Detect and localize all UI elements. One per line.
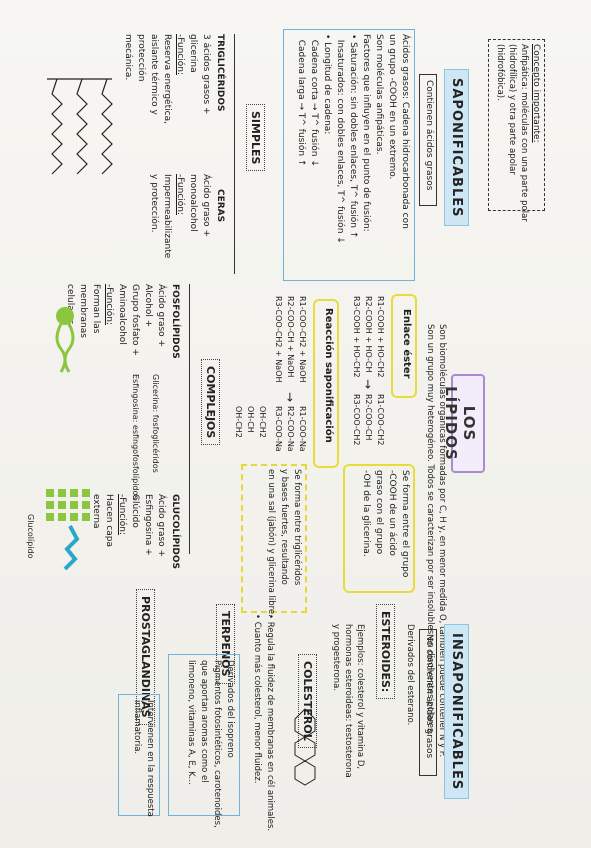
concept-line-2: (hidrofílica) y otra parte apolar xyxy=(507,44,517,175)
acidos-line-2: un grupo -COOH en un extremo. xyxy=(387,34,397,180)
sapon-left-1: R1-COO-CH2 + NaOH xyxy=(298,296,307,383)
acidos-line-8: Cadena corta → T^ fusión ↓ xyxy=(309,34,319,167)
gluco-name: GLUCOLÍPIDOS xyxy=(170,494,180,569)
colesterol-line-2: • Cuanto más colesterol, menor fluidez. xyxy=(252,614,262,784)
insaponificables-sub: No contienen ácidos grasos xyxy=(424,634,434,759)
sapon-right-1: R1-COO-Na xyxy=(298,406,307,452)
trig-line-4: Reserva energética, xyxy=(162,34,172,124)
ceras-line-1: Ácido graso + xyxy=(201,174,211,238)
terpenos-line-1: Derivados del isopreno xyxy=(225,660,235,758)
sapon-note-1: Se forma entre triglicéridos xyxy=(292,469,302,586)
ester-left-2: R2-COOH + HO-CH xyxy=(364,296,373,373)
sapon-left-2: R2-COO-CH + NaOH xyxy=(286,296,295,378)
concept-line-3: (hidrofóbica). xyxy=(495,44,505,101)
sapon-note-3: en una sal (jabón) y glicerina libre. xyxy=(266,469,276,617)
terpenos-line-4: limoneno, vitaminas A, E, K... xyxy=(186,660,196,785)
prostag-line-1: Intervienen en la respuesta xyxy=(145,700,155,817)
acidos-line-6: Insaturados: con dobles enlaces, T^ fusi… xyxy=(335,34,345,244)
esteroides-line-4: y progesterona. xyxy=(331,624,341,692)
gluco-line-4: -Función: xyxy=(117,494,127,536)
esteroides-line-3: hormonas esteroideas: testosterona xyxy=(343,624,353,778)
fosfo-line-4: Aminoalcohol xyxy=(117,284,127,345)
trig-line-3: -Función: xyxy=(175,34,185,76)
complejos-heading: COMPLEJOS xyxy=(201,359,220,446)
ester-note-3: graso con el grupo xyxy=(374,470,384,555)
acidos-line-5: • Saturación: sin dobles enlaces, T^ fus… xyxy=(348,34,358,239)
ester-note-2: -COOH de un ácido xyxy=(387,470,397,556)
fosfo-mid-2: Esfingosina: esfingofosfolípidos xyxy=(131,374,140,500)
ester-note-4: -OH de la glicerina. xyxy=(361,470,371,557)
sapon-heading: Reacción saponificación xyxy=(323,308,334,443)
fosfo-line-2: Alcohol + xyxy=(143,284,153,328)
ester-right-1: R1-COO-CH2 xyxy=(376,394,385,446)
gluco-line-5: Hacen capa xyxy=(104,494,114,548)
esteroides-name: ESTEROIDES: xyxy=(376,604,395,700)
terpenos-line-3: que aportan aromas como el xyxy=(199,660,209,783)
ester-arrow: → xyxy=(361,379,375,390)
ceras-line-4: Impermeabilizante xyxy=(162,174,172,259)
title-box: LOS LÍPIDOS xyxy=(442,374,485,473)
ester-right-3: R3-COO-CH2 xyxy=(352,394,361,446)
simples-heading: SIMPLES xyxy=(246,104,265,172)
ester-left-1: R1-COOH + HO-CH2 xyxy=(376,296,385,378)
notebook-sheet: LOS LÍPIDOS Concepto importante: Anfipát… xyxy=(25,14,565,834)
trig-line-1: 3 ácidos grasos + xyxy=(201,34,211,115)
triglyceride-drawing-icon xyxy=(47,78,113,175)
ceras-line-3: -Función: xyxy=(175,174,185,216)
trig-line-2: glicerina xyxy=(188,34,198,73)
acidos-line-4: Factores que influyen en el punto de fus… xyxy=(361,34,371,232)
trig-name: TRIGLICÉRIDOS xyxy=(215,34,225,112)
trig-line-5: aislante térmico y xyxy=(149,34,159,115)
gluco-line-3: Glúcido xyxy=(130,494,140,528)
gluco-line-1: Ácido graso + xyxy=(156,494,166,558)
ceras-name: CERAS xyxy=(215,189,225,223)
glycolipid-drawing-icon xyxy=(46,489,90,571)
fosfo-line-3: Grupo fosfato + xyxy=(130,284,140,356)
acidos-line-9: Cadena larga → T^ fusión ↑ xyxy=(296,34,306,167)
phospholipid-drawing-icon xyxy=(55,307,75,373)
prostag-line-2: inflamatoria. xyxy=(132,700,142,755)
trig-line-6: protección xyxy=(136,34,146,82)
gluco-label: Glucolípido xyxy=(26,514,35,559)
saponificables-heading: SAPONIFICABLES xyxy=(444,69,469,227)
acidos-line-7: • Longitud de cadena: xyxy=(322,34,332,135)
fosfo-line-5: -Función: xyxy=(104,284,114,326)
saponificables-sub: Contienen ácidos grasos xyxy=(424,80,434,191)
sapon-note-2: y bases fuertes, resultando xyxy=(279,469,289,585)
concept-label: Concepto importante: xyxy=(531,44,541,143)
page-title: LOS LÍPIDOS xyxy=(442,386,478,461)
fosfo-line-1: Ácido graso + xyxy=(156,284,166,348)
sapon-arrow: → xyxy=(283,392,297,403)
ester-left-3: R3-COOH + HO-CH2 xyxy=(352,296,361,378)
acidos-line-1: Ácidos grasos: Cadena hidrocarbonada con xyxy=(400,34,410,229)
ester-note-1: Se forma entre el grupo xyxy=(400,470,410,578)
esteroides-line-1: Derivados del esterano. xyxy=(405,624,415,726)
concept-line-1: Anfipática: moléculas con una parte pola… xyxy=(519,44,529,222)
esteroides-line-2: Ejemplos: colesterol y vitamina D, xyxy=(355,624,365,770)
sapon-glic-3: OH-CH2 xyxy=(234,406,243,438)
colesterol-line-1: • Regula la fluidez de membranas en cél … xyxy=(265,614,275,832)
trig-line-7: mecánica. xyxy=(123,34,133,81)
fosfo-name: FOSFOLÍPIDOS xyxy=(170,284,180,359)
ceras-line-5: y protección. xyxy=(149,174,159,233)
sapon-left-3: R3-COO-CH2 + NaOH xyxy=(274,296,283,383)
sapon-glic-2: OH-CH xyxy=(246,406,255,433)
sapon-glic-1: OH-CH2 xyxy=(258,406,267,438)
terpenos-line-2: Pigmentos fotosintéticos, carotenoides, xyxy=(212,660,222,828)
sapon-right-2: R2-COO-Na xyxy=(286,406,295,452)
acidos-line-3: Son moléculas anfipáticas. xyxy=(374,34,384,155)
ester-heading: Enlace éster xyxy=(401,309,412,379)
ceras-line-2: monoalcohol xyxy=(188,174,198,232)
ester-right-2: R2-COO-CH xyxy=(364,394,373,441)
sapon-right-3: R3-COO-Na xyxy=(274,406,283,452)
gluco-line-2: Esfingosina + xyxy=(143,494,153,556)
cholesterol-ring-icon xyxy=(294,708,316,786)
insaponificables-heading: INSAPONIFICABLES xyxy=(444,624,469,800)
fosfo-mid-1: Glicerina: fosfoglicéridos xyxy=(151,374,160,473)
